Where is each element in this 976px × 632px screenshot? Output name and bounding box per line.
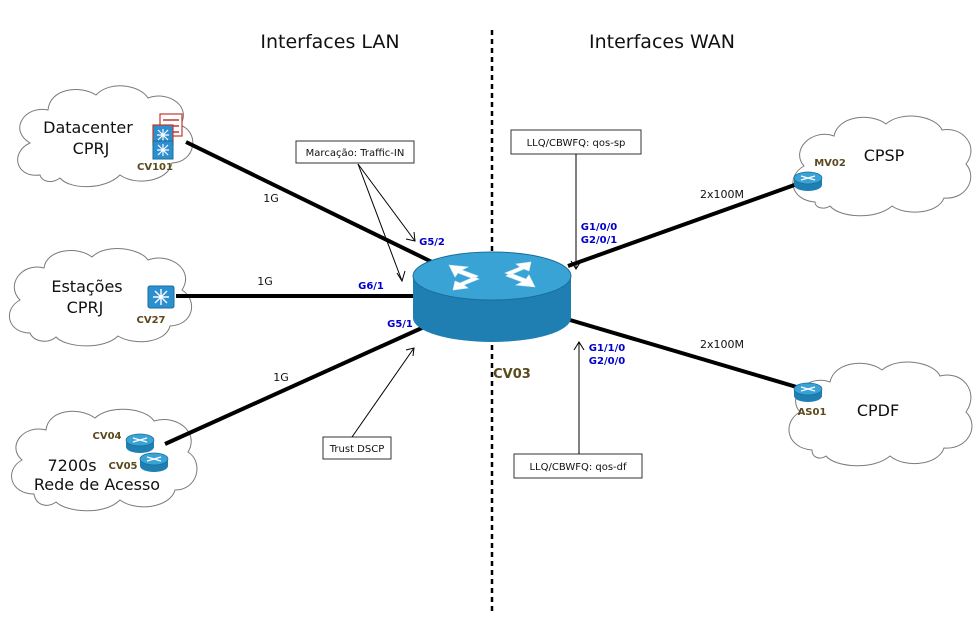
iface-g201: G2/0/1 [581, 235, 617, 246]
cv27-label: CV27 [137, 315, 166, 326]
estacoes-label: Estações [51, 277, 122, 296]
datacenter-cloud-icon [17, 85, 194, 188]
datacenter-label: Datacenter [43, 118, 133, 137]
acesso-sublabel: Rede de Acesso [34, 475, 160, 494]
iface-g61: G6/1 [358, 281, 384, 292]
core-router-label: CV03 [493, 367, 531, 382]
estacoes-sublabel: CPRJ [67, 298, 104, 317]
iface-g51: G5/1 [387, 319, 413, 330]
iface-g52: G5/2 [419, 237, 445, 248]
bw-datacenter: 1G [263, 192, 279, 205]
cpsp-label: CPSP [864, 146, 905, 165]
trust-note-text: Trust DSCP [329, 444, 384, 455]
datacenter-sublabel: CPRJ [73, 139, 110, 158]
router-icon-mv02[interactable] [793, 171, 823, 192]
annotation-arrows [351, 154, 585, 454]
router-icon-as01[interactable] [793, 382, 823, 403]
firewall-icon[interactable] [152, 113, 183, 160]
as01-label: AS01 [798, 407, 827, 418]
marcacao-note-text: Marcação: Traffic-IN [306, 148, 405, 159]
switch-icon[interactable] [147, 285, 175, 309]
router-icon-cv05[interactable] [139, 452, 169, 473]
iface-g110: G1/1/0 [589, 343, 625, 354]
iface-g200: G2/0/0 [589, 356, 625, 367]
cpsp-cloud-icon [792, 115, 972, 217]
iface-g100: G1/0/0 [581, 222, 617, 233]
lan-header: Interfaces LAN [260, 31, 399, 53]
acesso-cloud-icon [11, 408, 198, 512]
qos-sp-note-text: LLQ/CBWFQ: qos-sp [527, 138, 626, 149]
cv04-label: CV04 [93, 431, 122, 442]
core-router-icon[interactable] [412, 251, 572, 342]
qos-df-note-text: LLQ/CBWFQ: qos-df [529, 462, 627, 473]
cv05-label: CV05 [109, 461, 138, 472]
cpdf-label: CPDF [857, 401, 899, 420]
bw-estacoes: 1G [257, 275, 273, 288]
link-datacenter [185, 140, 433, 264]
marcacao-note: Marcação: Traffic-IN [295, 140, 415, 164]
qos-sp-note: LLQ/CBWFQ: qos-sp [510, 129, 642, 155]
mv02-label: MV02 [814, 158, 846, 169]
link-cpdf [569, 318, 801, 390]
acesso-label: 7200s [47, 456, 96, 475]
qos-df-note: LLQ/CBWFQ: qos-df [513, 453, 643, 479]
bw-acesso: 1G [273, 371, 289, 384]
router-icon-cv04[interactable] [125, 433, 155, 454]
trust-note: Trust DSCP [322, 436, 392, 460]
bw-cpsp: 2x100M [700, 188, 744, 201]
estacoes-cloud-icon [9, 248, 192, 347]
bw-cpdf: 2x100M [700, 338, 744, 351]
wan-header: Interfaces WAN [589, 31, 735, 53]
link-cpsp [567, 181, 801, 268]
link-acesso [164, 325, 425, 446]
cv101-label: CV101 [137, 162, 173, 173]
